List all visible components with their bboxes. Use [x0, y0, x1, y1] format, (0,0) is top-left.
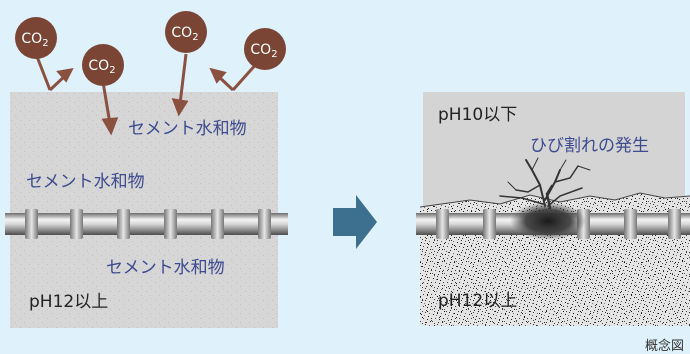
co2-molecule-4: CO2 — [244, 28, 286, 70]
left-label-cement-hydrate-middle: セメント水和物 — [26, 172, 145, 192]
right-ph-bottom-label: pH12以上 — [438, 291, 517, 311]
svg-text:CO2: CO2 — [171, 25, 198, 43]
diagram-caption: 概念図 — [645, 338, 684, 354]
crack-icon — [499, 157, 591, 210]
rebar-corrosion — [510, 202, 586, 240]
crack-label: ひび割れの発生 — [530, 136, 649, 156]
right-ph-top-label: pH10以下 — [438, 105, 517, 125]
svg-text:CO2: CO2 — [250, 42, 277, 60]
left-concrete-block — [10, 92, 278, 328]
left-rebar — [5, 209, 288, 239]
right-rebar — [416, 202, 690, 240]
transition-arrow-icon — [333, 195, 377, 249]
co2-molecule-1: CO2 — [15, 17, 57, 59]
left-label-cement-hydrate-bottom: セメント水和物 — [106, 258, 225, 278]
left-ph-label: pH12以上 — [29, 292, 108, 312]
co2-molecule-3: CO2 — [165, 11, 207, 53]
co2-molecule-2: CO2 — [82, 44, 124, 86]
svg-text:CO2: CO2 — [88, 58, 115, 76]
left-label-cement-hydrate-top: セメント水和物 — [128, 119, 247, 139]
svg-text:CO2: CO2 — [21, 31, 48, 49]
co2-arrows — [34, 53, 260, 136]
